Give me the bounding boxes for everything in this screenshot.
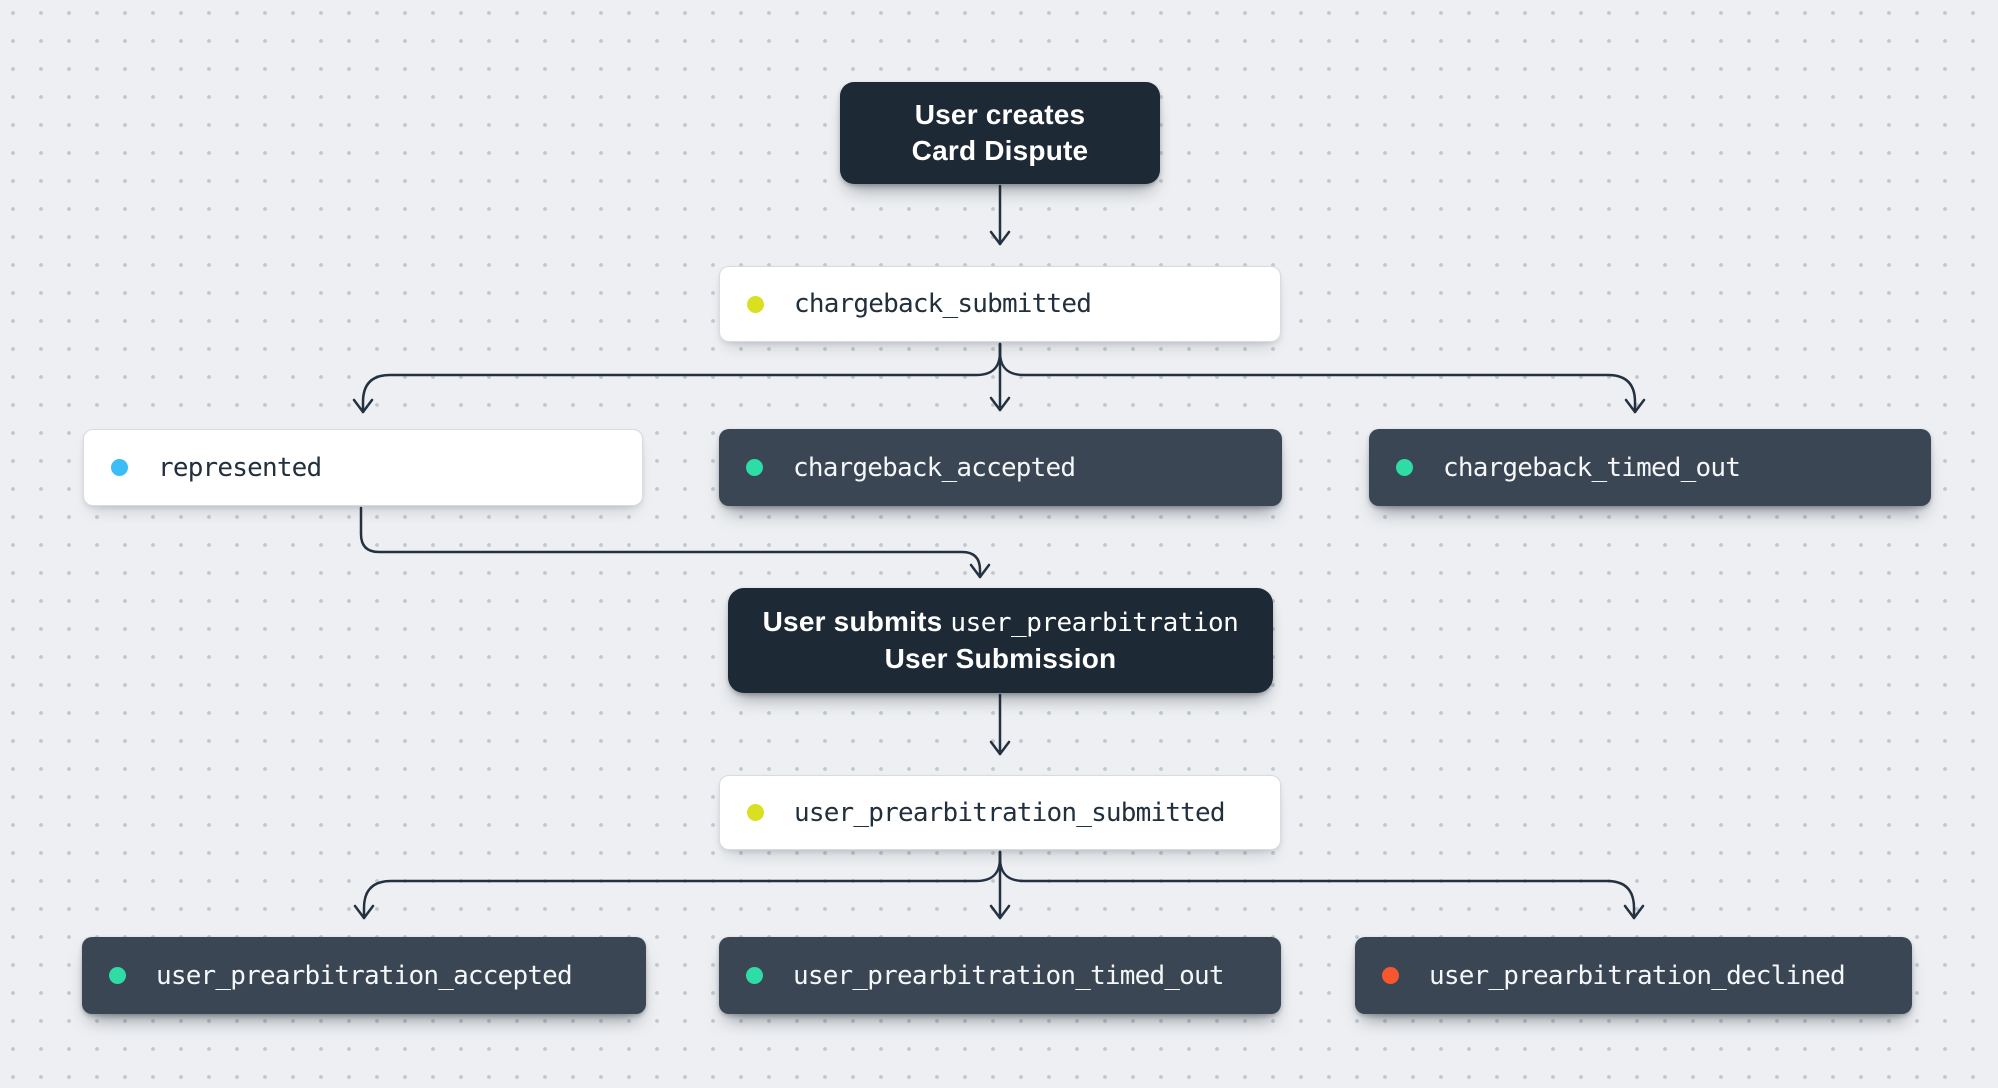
node-label-line2: Card Dispute [911, 135, 1089, 166]
event-label: user_prearbitration_accepted [156, 960, 573, 991]
node-label-line1: User submits user_prearbitration [763, 604, 1239, 641]
event-label: user_prearbitration_declined [1429, 960, 1846, 991]
node-label-mono-fragment: user_prearbitration [950, 608, 1239, 638]
status-dot-icon [746, 967, 763, 984]
node-label-line1: User creates [914, 99, 1086, 130]
edge-fork1-right-to-chargeback-timed-out [998, 342, 1646, 414]
node-user-creates-card-dispute: User creates Card Dispute [840, 82, 1160, 184]
event-label: user_prearbitration_timed_out [793, 960, 1225, 991]
status-dot-icon [1382, 967, 1399, 984]
node-user-prearbitration-declined: user_prearbitration_declined [1355, 937, 1912, 1014]
node-chargeback-timed-out: chargeback_timed_out [1369, 429, 1931, 506]
node-label-sans-fragment: User submits [762, 606, 943, 637]
node-chargeback-accepted: chargeback_accepted [719, 429, 1282, 506]
status-dot-icon [746, 459, 763, 476]
node-represented: represented [83, 429, 643, 506]
edge-fork1-left-to-represented [352, 342, 1002, 414]
event-label: chargeback_timed_out [1443, 452, 1741, 483]
node-chargeback-submitted: chargeback_submitted [719, 266, 1281, 342]
event-label: chargeback_submitted [794, 289, 1092, 319]
node-user-submits-prearbitration: User submits user_prearbitration User Su… [728, 588, 1273, 693]
status-dot-icon [1396, 459, 1413, 476]
event-label: represented [158, 452, 322, 483]
status-dot-icon [747, 295, 764, 313]
status-dot-icon [109, 967, 126, 984]
status-dot-icon [747, 804, 764, 821]
node-user-prearbitration-accepted: user_prearbitration_accepted [82, 937, 646, 1014]
node-user-prearbitration-timed-out: user_prearbitration_timed_out [719, 937, 1281, 1014]
event-label: user_prearbitration_submitted [794, 797, 1226, 828]
edge-fork2-right-to-upa-declined [998, 850, 1645, 920]
edge-represented-to-user-submits [359, 506, 991, 579]
node-user-prearbitration-submitted: user_prearbitration_submitted [719, 775, 1281, 850]
status-dot-icon [111, 459, 128, 476]
node-label-line2: User Submission [884, 643, 1117, 674]
edge-fork2-left-to-upa-accepted [353, 850, 1002, 920]
event-label: chargeback_accepted [793, 452, 1076, 483]
